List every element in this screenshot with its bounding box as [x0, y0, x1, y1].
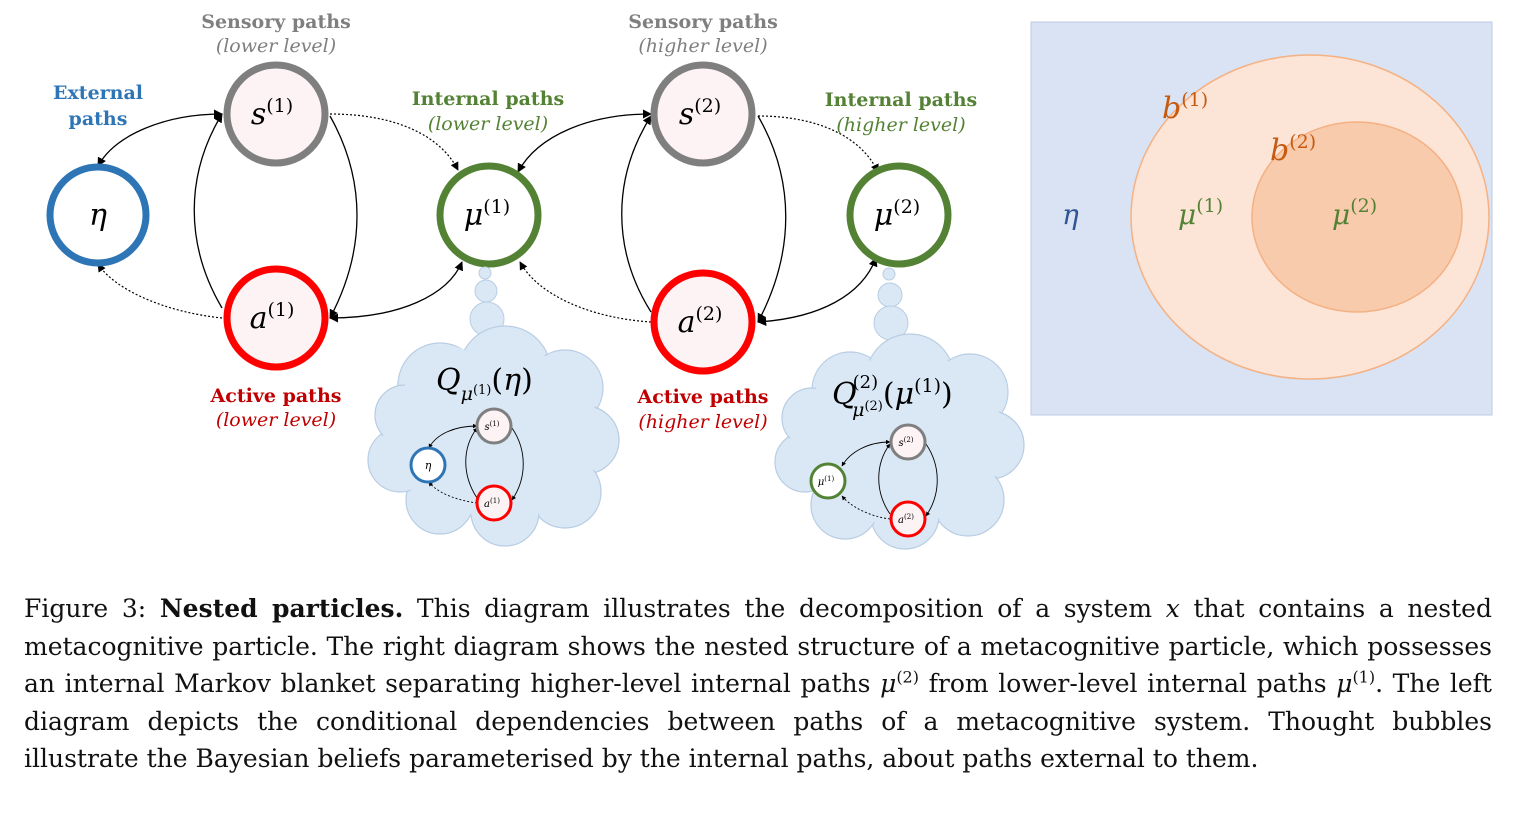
- label-internal-lower: Internal paths: [412, 88, 564, 110]
- caption-title: Nested particles.: [159, 594, 404, 623]
- svg-text:μ(2): μ(2): [874, 196, 920, 233]
- eta-region-label: η: [1062, 198, 1079, 231]
- svg-text:s(1): s(1): [251, 95, 293, 132]
- svg-text:η: η: [425, 459, 432, 472]
- label-active-higher-sub: (higher level): [638, 411, 767, 433]
- node-mu2: μ(2): [846, 162, 952, 268]
- mini-node-s1: s(1): [475, 407, 513, 445]
- svg-text:μ(1): μ(1): [818, 475, 835, 488]
- node-eta: η: [46, 163, 150, 267]
- caption-text-4: . The left diagram depicts the condition…: [24, 669, 1492, 773]
- b2-region-label: b(2): [1270, 131, 1316, 168]
- label-internal-lower-sub: (lower level): [428, 113, 548, 135]
- label-sensory-higher: Sensory paths: [628, 11, 778, 33]
- caption-math-mu1: μ: [1336, 669, 1353, 698]
- caption-math-x: x: [1165, 594, 1180, 623]
- label-active-lower-sub: (lower level): [216, 409, 336, 431]
- caption-sup-1: (1): [1352, 667, 1376, 687]
- edge-s2-mu2: [757, 115, 879, 173]
- caption-sup-2: (2): [896, 667, 919, 687]
- mini-node-a2: a(2): [889, 500, 927, 538]
- mu2-region-label: μ(2): [1332, 195, 1377, 231]
- node-s1: s(1): [223, 61, 329, 167]
- nested-structure-panel: η b(1) b(2) μ(1) μ(2): [1030, 21, 1493, 416]
- mu1-region-label: μ(1): [1178, 195, 1223, 231]
- svg-text:a(2): a(2): [678, 303, 723, 340]
- edge-a2-s2-left: [621, 115, 652, 313]
- thought-bubble-lower: Qμ(1)(η) η s(1) a(1): [367, 266, 620, 547]
- svg-text:μ(1): μ(1): [464, 196, 510, 233]
- label-active-higher: Active paths: [637, 386, 769, 408]
- edge-a1-mu1: [329, 261, 463, 323]
- edge-s1-a1-right: [329, 115, 358, 319]
- mini-node-s2: s(2): [889, 423, 927, 461]
- thought-bubble-higher: Q(2)μ(2)(μ(1)) μ(1) s(2) a(2): [774, 267, 1025, 550]
- figure-caption: Figure 3: Nested particles. This diagram…: [24, 590, 1492, 778]
- caption-text-1: This diagram illustrates the decompositi…: [416, 594, 1153, 623]
- node-a2: a(2): [650, 269, 756, 375]
- edge-a2-mu1: [519, 261, 652, 323]
- nested-particles-diagram: η b(1) b(2) μ(1) μ(2) η s(1) a(1): [46, 11, 1493, 550]
- mini-node-eta: η: [409, 446, 447, 484]
- b1-region-label: b(1): [1162, 89, 1208, 126]
- edge-s1-eta: [97, 109, 223, 167]
- label-active-lower: Active paths: [210, 385, 342, 407]
- edge-s2-a2-right: [757, 115, 787, 323]
- node-a1: a(1): [223, 265, 329, 371]
- caption-math-mu2: μ: [880, 669, 897, 698]
- caption-figure-number: Figure 3:: [24, 594, 147, 623]
- mini-node-a1: a(1): [475, 484, 513, 522]
- q-mu1-label: Q(2)μ(2)(μ(1)): [832, 372, 953, 421]
- svg-text:s(2): s(2): [679, 95, 721, 132]
- svg-text:a(2): a(2): [898, 513, 914, 526]
- label-external: External: [53, 82, 143, 104]
- svg-text:a(1): a(1): [250, 299, 295, 336]
- mini-node-mu1: μ(1): [809, 462, 847, 500]
- edge-s2-mu1: [517, 109, 652, 173]
- svg-text:a(1): a(1): [484, 497, 500, 510]
- edge-s1-mu1: [329, 113, 459, 171]
- node-mu1: μ(1): [436, 162, 542, 268]
- caption-text-2: that contains a nested metacognitive par…: [24, 594, 1492, 698]
- q-eta-label: Qμ(1)(η): [436, 363, 533, 405]
- label-external-paths: paths: [69, 108, 128, 130]
- label-internal-higher: Internal paths: [825, 89, 977, 111]
- inner-blanket-region: [1251, 121, 1463, 313]
- label-sensory-higher-sub: (higher level): [638, 35, 767, 57]
- svg-text:s(1): s(1): [484, 420, 499, 433]
- edge-a2-mu2: [757, 257, 878, 327]
- caption-text-3: from lower-level internal paths: [928, 669, 1327, 698]
- label-sensory-lower-sub: (lower level): [216, 35, 336, 57]
- label-sensory-lower: Sensory paths: [201, 11, 351, 33]
- svg-text:η: η: [89, 198, 107, 233]
- label-internal-higher-sub: (higher level): [836, 114, 965, 136]
- svg-text:s(2): s(2): [898, 436, 913, 449]
- edge-a1-s1-left: [193, 113, 223, 309]
- dependency-graph: η s(1) a(1) μ(1) s(2) a(2) μ(2) External…: [46, 11, 977, 433]
- edge-a1-eta: [97, 263, 223, 319]
- node-s2: s(2): [650, 61, 756, 167]
